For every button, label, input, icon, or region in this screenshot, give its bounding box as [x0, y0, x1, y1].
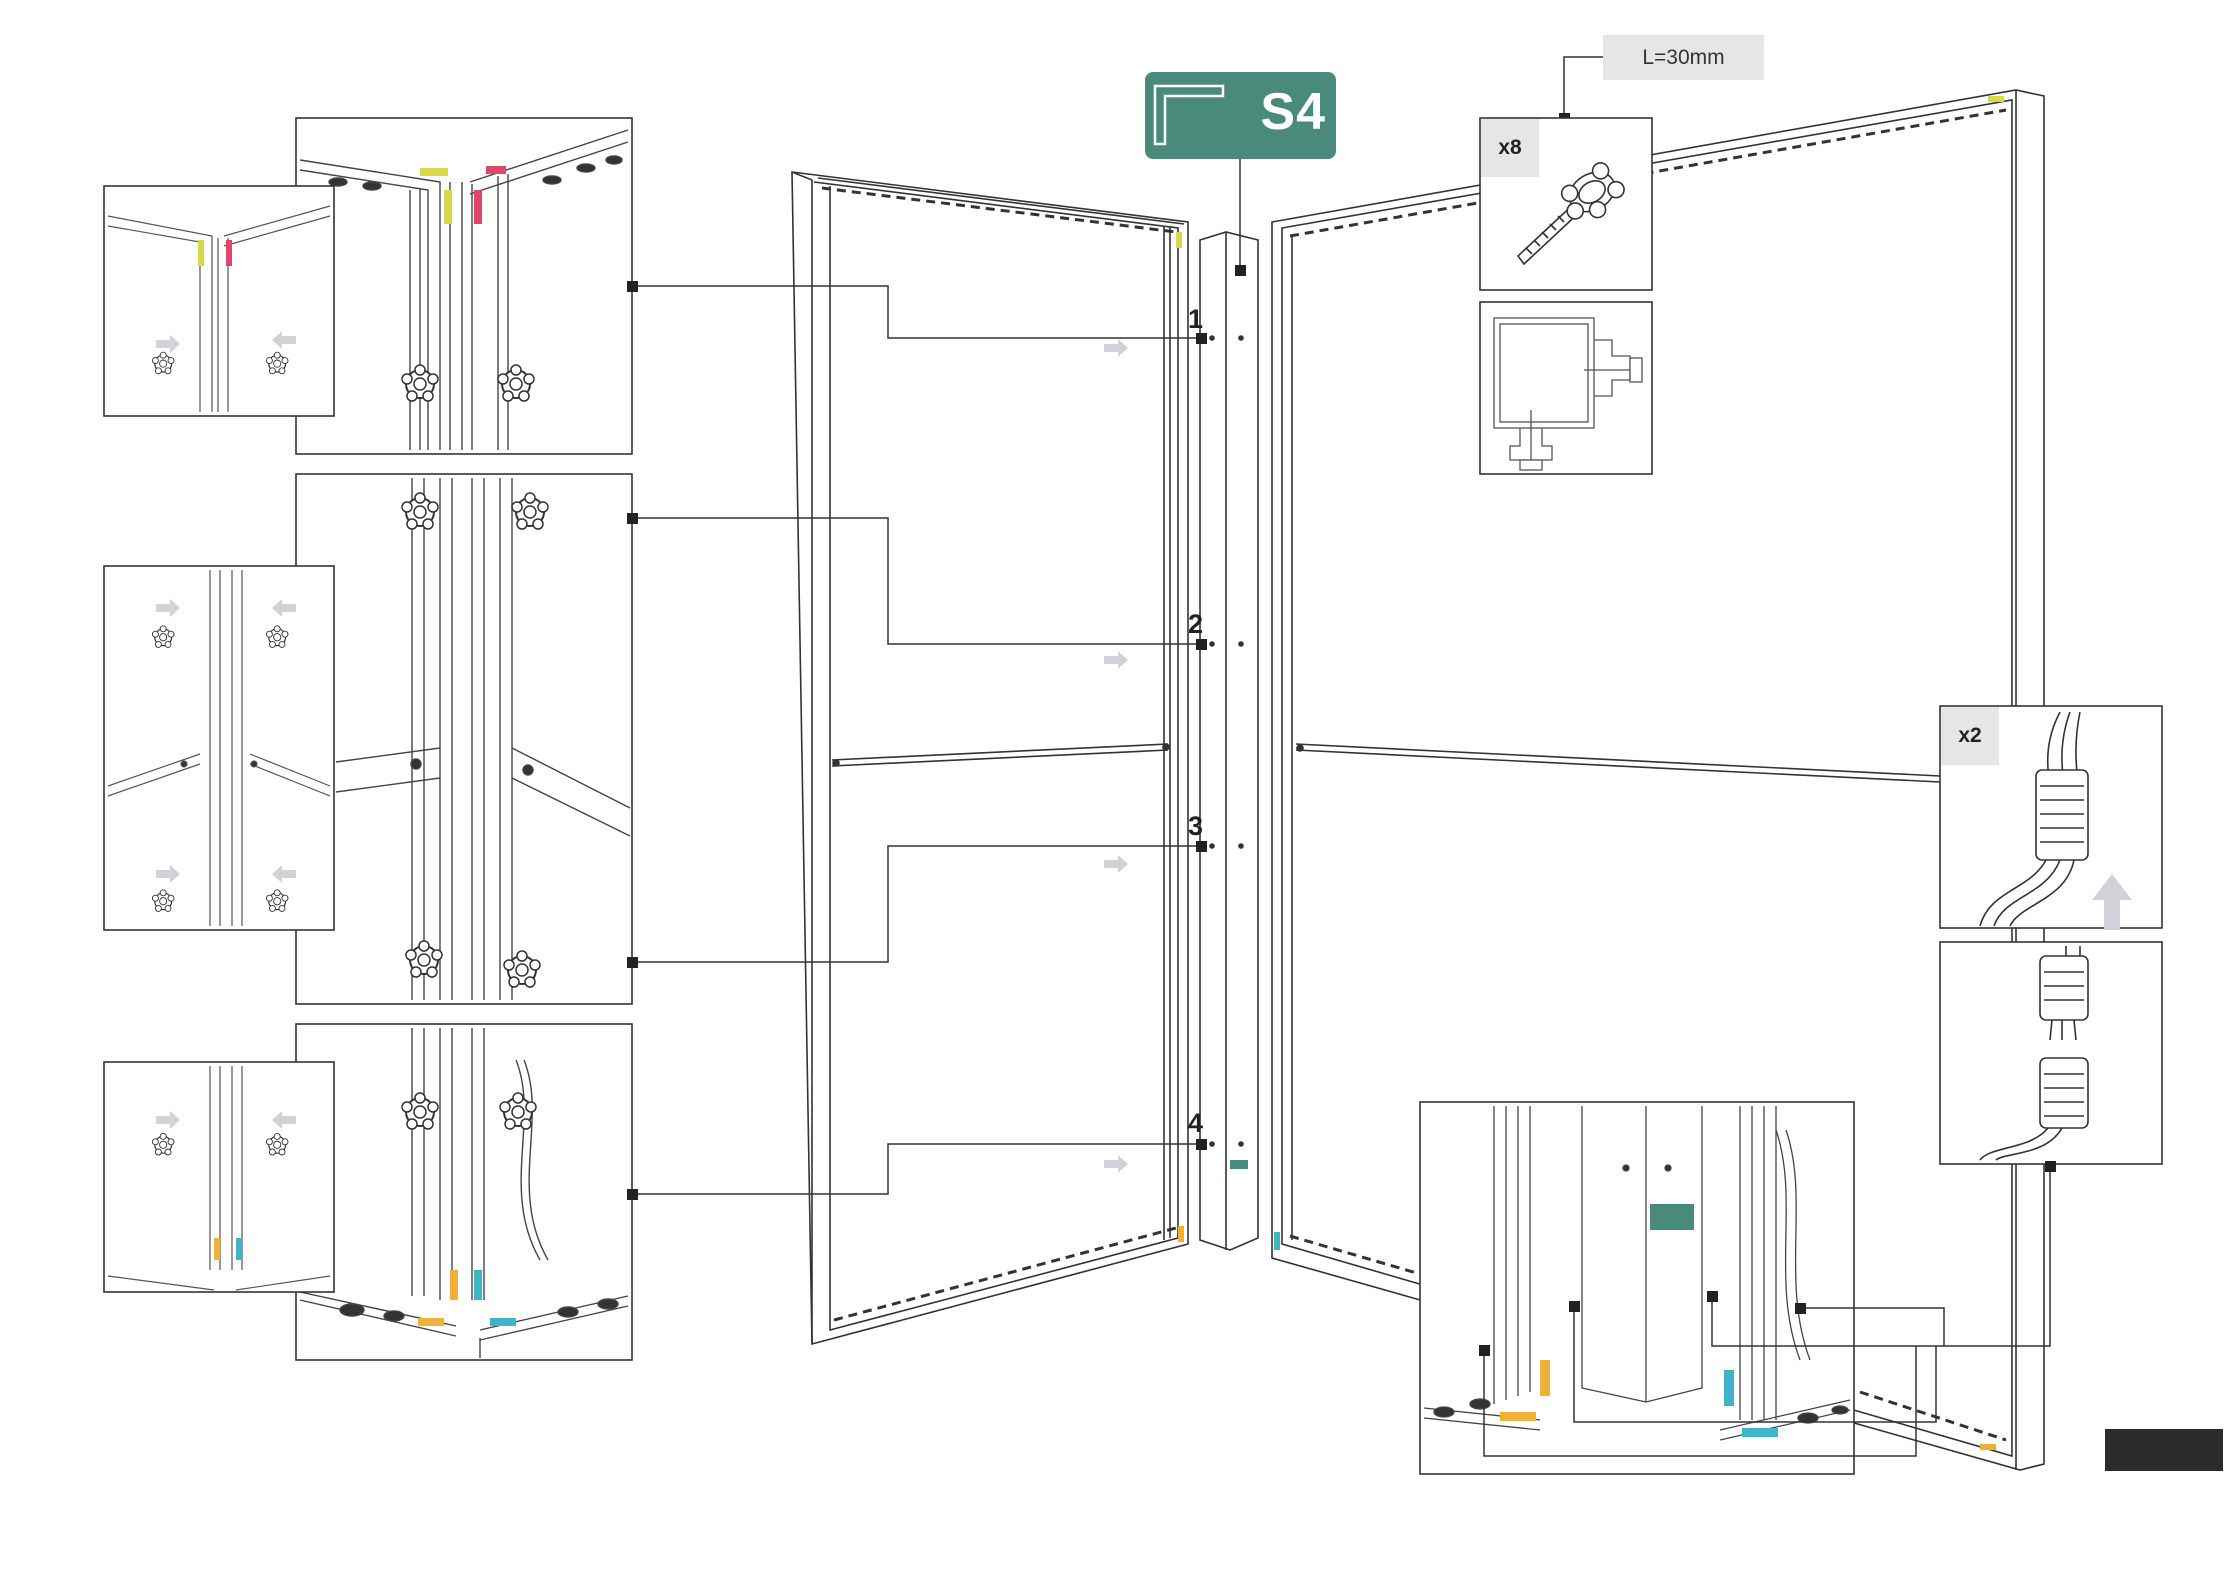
cable-connector-icon — [1979, 711, 2089, 1161]
knob-quantity-badge: x8 — [1481, 119, 1539, 177]
central-post — [1199, 231, 1259, 1251]
step-number-4: 4 — [1188, 1108, 1204, 1138]
corner-profile-icon — [1153, 84, 1225, 146]
section-code: S4 — [1260, 83, 1326, 141]
star-knob-screw-icon — [1516, 162, 1625, 266]
inset-box-top — [103, 185, 335, 417]
up-arrow — [2092, 874, 2132, 930]
step-number-1: 1 — [1188, 304, 1204, 334]
detail-box-top — [295, 117, 633, 455]
step-number-2: 2 — [1188, 609, 1204, 639]
section-badge: S4 — [1145, 72, 1336, 159]
page-tab-marker — [2105, 1429, 2223, 1471]
left-frame — [791, 171, 1189, 1346]
step-number-3: 3 — [1188, 811, 1204, 841]
profile-section-box — [1479, 301, 1653, 475]
inset-box-middle — [103, 565, 335, 931]
connector-quantity-badge: x2 — [1941, 707, 1999, 765]
profile-section-drawing — [1493, 317, 1643, 471]
screw-length-label: L=30mm — [1603, 35, 1764, 80]
leader-lines — [632, 56, 1603, 1195]
detail-box-middle — [295, 473, 633, 1005]
detail-box-bottom-right — [1419, 1101, 1855, 1475]
